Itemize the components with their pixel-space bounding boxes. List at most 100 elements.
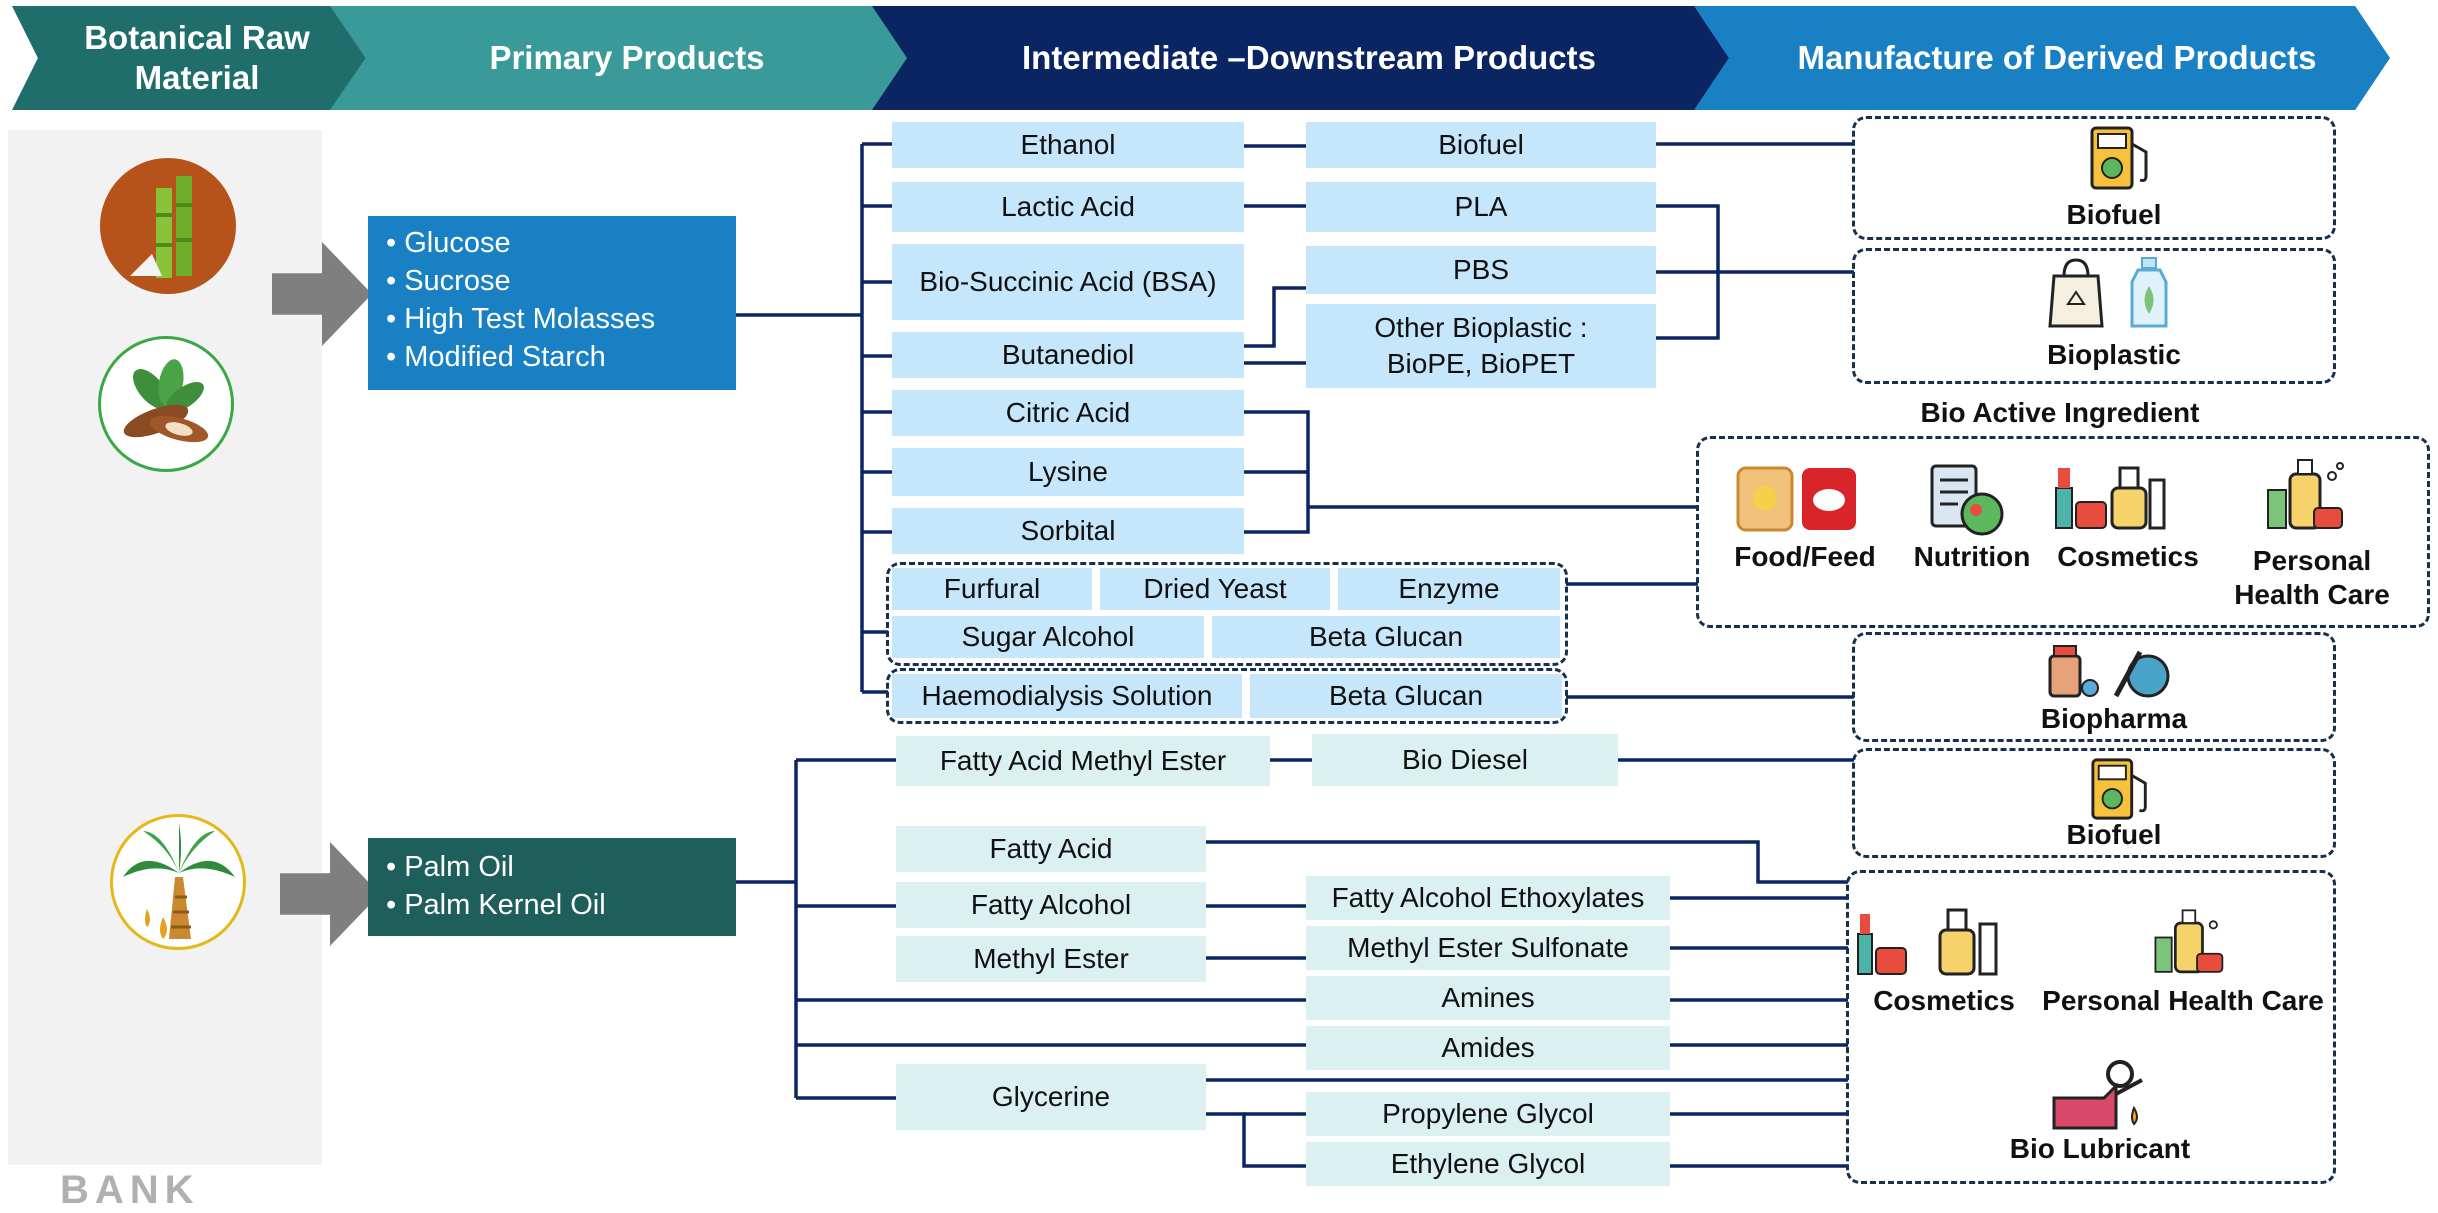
box-fatty-acid-methyl-ester: Fatty Acid Methyl Ester (896, 736, 1270, 786)
box-ethanol-label: Ethanol (1020, 129, 1116, 160)
box-pla-label: PLA (1454, 191, 1508, 222)
box-fatty-alcohol: Fatty Alcohol (896, 882, 1206, 928)
cosmetics-1-label: Cosmetics (2057, 541, 2199, 572)
group-furfural (886, 562, 1568, 666)
box-fatty-acid-label: Fatty Acid (989, 833, 1113, 864)
box-other-bioplastic-line2: BioPE, BioPET (1386, 348, 1576, 379)
box-amines: Amines (1306, 976, 1670, 1020)
derived-biofuel-1 (1852, 116, 2336, 240)
feed-sack-icon (1734, 462, 1860, 539)
box-bio-succinic-acid: Bio-Succinic Acid (BSA) (892, 244, 1244, 320)
group-haemodialysis (886, 668, 1568, 724)
header-primary-products: Primary Products (330, 6, 924, 110)
box-mes-label: Methyl Ester Sulfonate (1347, 932, 1629, 963)
box-beta-glucan-1: Beta Glucan (1212, 616, 1560, 658)
box-butanediol-label: Butanediol (1001, 339, 1135, 370)
header-derived-label: Manufacture of Derived Products (1797, 39, 2317, 76)
box-enzyme: Enzyme (1338, 568, 1560, 610)
food-feed-label: Food/Feed (1734, 541, 1876, 572)
cosmetics-2-label: Cosmetics (1873, 985, 2015, 1016)
box-biofuel-intermediate-label: Biofuel (1438, 129, 1524, 160)
box-fame-label: Fatty Acid Methyl Ester (939, 745, 1227, 776)
box-other-bioplastic: Other Bioplastic : BioPE, BioPET (1306, 304, 1656, 388)
box-sorbital-label: Sorbital (1020, 515, 1116, 546)
box-ethanol: Ethanol (892, 122, 1244, 168)
primary-item: • High Test Molasses (386, 303, 656, 335)
derived-bio-active (1696, 436, 2430, 628)
header-raw-material-label: Botanical Raw Material (84, 19, 310, 96)
box-amides-label: Amides (1441, 1032, 1535, 1063)
derived-bioplastic-label: Bioplastic (2047, 339, 2181, 370)
box-butanediol: Butanediol (892, 332, 1244, 378)
primary-item: • Sucrose (386, 265, 511, 297)
box-methyl-ester-sulfonate: Methyl Ester Sulfonate (1306, 926, 1670, 970)
box-bio-diesel: Bio Diesel (1312, 734, 1618, 786)
box-fatty-acid: Fatty Acid (896, 826, 1206, 872)
box-dried-yeast: Dried Yeast (1100, 568, 1330, 610)
personal-health-1-line2: Health Care (2234, 579, 2390, 610)
derived-biopharma (1852, 632, 2336, 742)
box-methyl-ester: Methyl Ester (896, 936, 1206, 982)
box-methyl-ester-label: Methyl Ester (973, 943, 1129, 974)
fuel-pump-icon-2 (2086, 756, 2158, 827)
personal-health-1-line1: Personal (2252, 545, 2372, 576)
derived-oleo-group (1846, 870, 2336, 1184)
box-citric-acid-label: Citric Acid (1005, 397, 1131, 428)
box-fatty-alcohol-label: Fatty Alcohol (970, 889, 1132, 920)
header-intermediate-label: Intermediate –Downstream Products (1022, 39, 1596, 76)
box-glycerine: Glycerine (896, 1064, 1206, 1130)
box-citric-acid: Citric Acid (892, 390, 1244, 436)
box-biofuel-intermediate: Biofuel (1306, 122, 1656, 168)
sugarcane-icon (100, 158, 236, 294)
box-beta-glucan-2-label: Beta Glucan (1328, 680, 1484, 711)
box-glycerine-label: Glycerine (991, 1081, 1111, 1112)
plastic-bottle-icon (2124, 256, 2174, 335)
box-amides: Amides (1306, 1026, 1670, 1070)
box-haemodialysis: Haemodialysis Solution (892, 674, 1242, 718)
box-bio-succinic-acid-label: Bio-Succinic Acid (BSA) (919, 266, 1217, 297)
box-other-bioplastic-line1: Other Bioplastic : (1374, 312, 1588, 343)
derived-biofuel-2-label: Biofuel (2066, 819, 2162, 850)
footer-watermark: BANK (60, 1168, 200, 1212)
derived-biofuel-2 (1852, 748, 2336, 858)
primary-item: • Modified Starch (386, 341, 606, 373)
primary-palm-box: • Palm Oil • Palm Kernel Oil (368, 838, 736, 936)
box-ethylene-glycol: Ethylene Glycol (1306, 1142, 1670, 1186)
box-fae-label: Fatty Alcohol Ethoxylates (1331, 882, 1645, 913)
box-sugar-alcohol: Sugar Alcohol (892, 616, 1204, 658)
cosmetics-icon-2 (1854, 900, 2014, 985)
biopharma-icon (2044, 642, 2174, 707)
lubricant-can-icon (2044, 1058, 2148, 1143)
box-amines-label: Amines (1441, 982, 1535, 1013)
bio-active-title: Bio Active Ingredient (1920, 397, 2200, 428)
primary-sugar-box: • Glucose • Sucrose • High Test Molasses… (368, 216, 736, 390)
box-dried-yeast-label: Dried Yeast (1143, 573, 1287, 604)
box-propylene-glycol: Propylene Glycol (1306, 1092, 1670, 1136)
palm-tree-icon (110, 814, 246, 950)
header-derived: Manufacture of Derived Products (1694, 6, 2390, 110)
box-lactic-acid: Lactic Acid (892, 182, 1244, 232)
derived-biofuel-1-label: Biofuel (2066, 199, 2162, 230)
cassava-icon (98, 336, 234, 472)
personal-care-icon-1 (2262, 456, 2346, 539)
header-primary-products-label: Primary Products (489, 39, 765, 76)
primary-item: • Glucose (386, 227, 511, 259)
header-raw-material: Botanical Raw Material (12, 6, 382, 110)
nutrition-icon (1928, 460, 2008, 541)
box-bio-diesel-label: Bio Diesel (1401, 744, 1529, 775)
box-lactic-acid-label: Lactic Acid (1001, 191, 1135, 222)
box-beta-glucan-2: Beta Glucan (1250, 674, 1562, 718)
box-ethylene-label: Ethylene Glycol (1390, 1148, 1586, 1179)
personal-health-2-label: Personal Health Care (2042, 985, 2324, 1016)
nutrition-label: Nutrition (1913, 541, 2031, 572)
header-intermediate: Intermediate –Downstream Products (872, 6, 1746, 110)
box-propylene-label: Propylene Glycol (1382, 1098, 1594, 1129)
box-haemodialysis-label: Haemodialysis Solution (921, 680, 1213, 711)
box-furfural: Furfural (892, 568, 1092, 610)
box-lysine-label: Lysine (1028, 456, 1108, 487)
box-pla: PLA (1306, 182, 1656, 232)
raw-material-panel (8, 130, 322, 1165)
personal-care-icon-2 (2150, 906, 2226, 983)
box-sorbital: Sorbital (892, 508, 1244, 554)
cosmetics-icon-1 (2050, 458, 2170, 539)
